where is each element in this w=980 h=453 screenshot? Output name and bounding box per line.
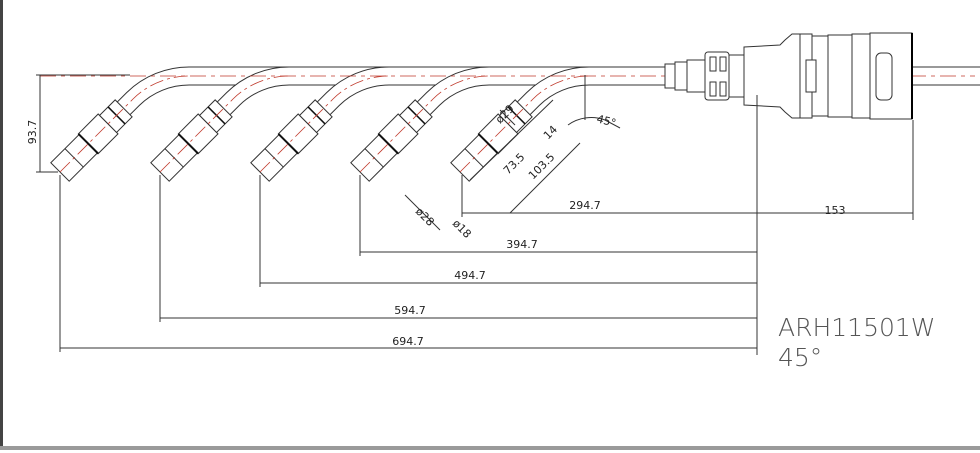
- dim-length-494: 494.7: [454, 269, 486, 282]
- dim-length-694: 694.7: [392, 335, 424, 348]
- connector: [664, 32, 913, 120]
- dim-14: 14: [541, 123, 560, 142]
- dim-connector: 153: [825, 204, 846, 217]
- model-label: ARH11501W: [778, 313, 936, 342]
- dim-length-594: 594.7: [394, 304, 426, 317]
- angle-label: 45°: [778, 343, 822, 372]
- dim-103-5: 103.5: [526, 151, 557, 182]
- dim-d28: ø28: [413, 205, 437, 229]
- dim-length-394: 394.7: [506, 238, 538, 251]
- dim-d18: ø18: [450, 217, 474, 241]
- dim-bend-angle: 45°: [595, 112, 617, 130]
- dim-73-5: 73.5: [501, 151, 528, 178]
- dimension-lines: [36, 74, 914, 355]
- dim-length-294: 294.7: [569, 199, 601, 212]
- window-bottom-scrollbar[interactable]: [0, 446, 980, 450]
- window-left-border: [0, 0, 3, 448]
- dim-height: 93.7: [26, 120, 39, 145]
